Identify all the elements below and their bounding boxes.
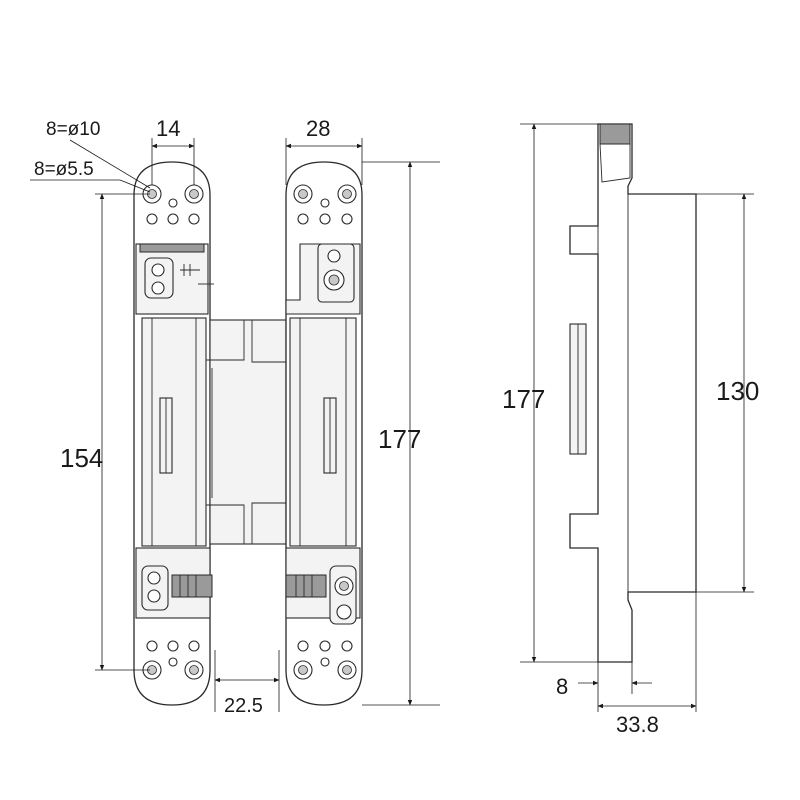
dim-height-177-front: 177 xyxy=(378,424,421,454)
side-dimensions xyxy=(520,123,754,712)
hinge-knuckle xyxy=(205,319,293,545)
dim-gap-22-5: 22.5 xyxy=(224,695,263,717)
right-leaf xyxy=(285,161,363,706)
hole-small-label: 8=ø5.5 xyxy=(34,159,94,180)
front-view xyxy=(30,138,440,712)
front-dimensions xyxy=(30,138,440,712)
dim-height-154: 154 xyxy=(60,443,103,473)
left-leaf xyxy=(133,161,214,706)
dim-height-177-side: 177 xyxy=(502,384,545,414)
side-view xyxy=(520,123,754,712)
dim-width-14: 14 xyxy=(156,116,180,141)
dim-height-130: 130 xyxy=(716,376,759,406)
hole-large-label: 8=ø10 xyxy=(46,119,100,140)
dim-depth-33-8: 33.8 xyxy=(616,712,659,737)
dim-width-28: 28 xyxy=(306,116,330,141)
dim-depth-8: 8 xyxy=(556,674,568,699)
